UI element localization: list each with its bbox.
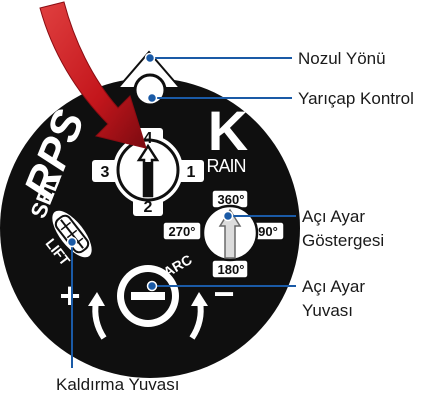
callout-arc-indicator-line2: Göstergesi [302,230,384,251]
arc-degree-90: 90° [258,224,278,239]
k-logo-letter: K [208,99,248,162]
callout-arc-slot-line1: Açı Ayar [302,276,365,297]
nozzle-position-1: 1 [187,164,196,181]
callout-radius-control: Yarıçap Kontrol [298,88,414,109]
leader-dot-lift-slot [68,238,77,247]
rain-logo-word: RAIN [206,156,245,176]
callout-lift-slot: Kaldırma Yuvası [56,374,179,395]
nozzle-position-2: 2 [144,199,153,216]
leader-dot-nozzle-direction [146,54,155,63]
nozzle-position-3: 3 [101,164,110,181]
arc-adjustment-slot [117,265,179,327]
arc-degree-270: 270° [169,224,196,239]
decrease-minus-sign: − [213,273,234,314]
leader-dot-arc-indicator [224,212,233,221]
callout-arc-indicator-line1: Açı Ayar [302,206,365,227]
leader-dot-arc-slot [148,282,157,291]
increase-plus-sign: + [59,275,80,316]
arc-degree-360: 360° [218,192,245,207]
callout-arc-slot-line2: Yuvası [302,300,353,321]
leader-dot-radius-control [148,94,157,103]
callout-nozzle-direction: Nozul Yönü [298,48,386,69]
